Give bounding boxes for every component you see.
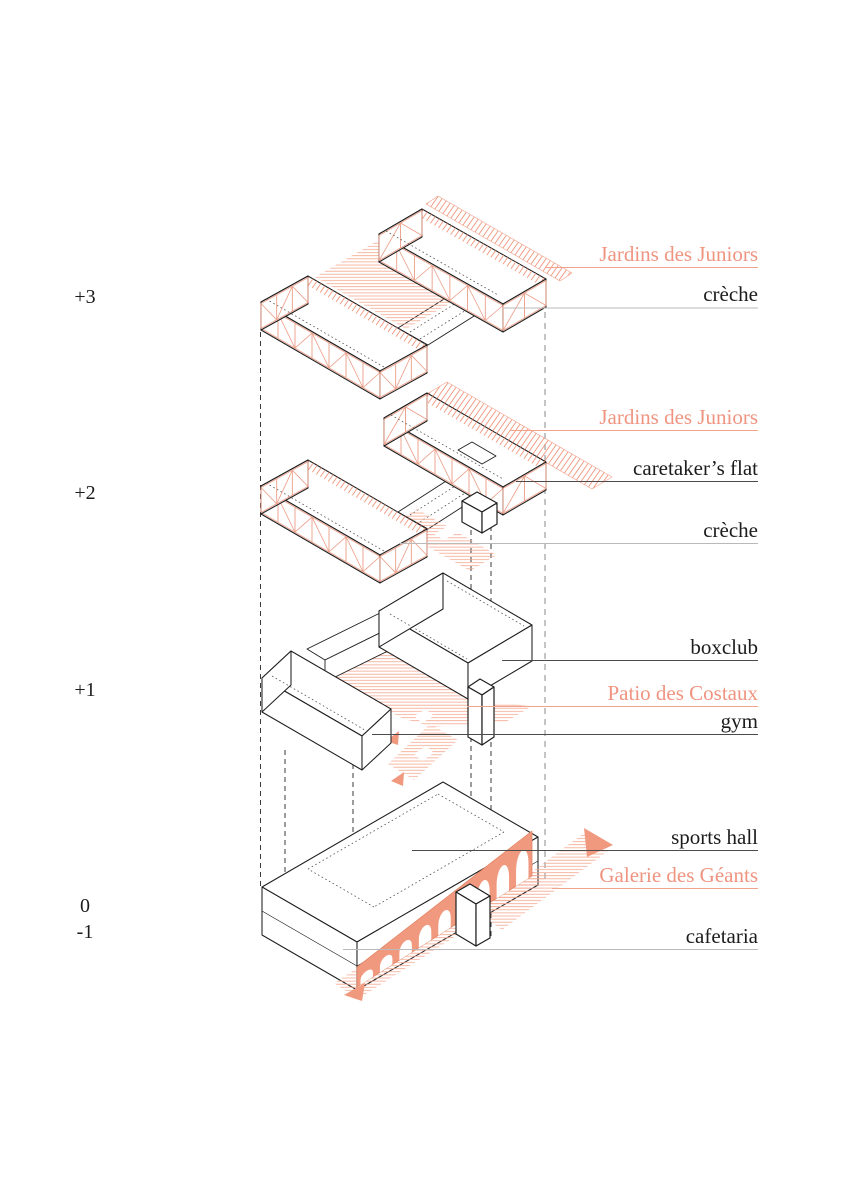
annotation-patio-des-costaux: Patio des Costaux [607,681,759,705]
level-label-plus-3: +3 [74,286,96,308]
annotation-boxclub: boxclub [690,635,758,659]
annotation-caretakers-flat: caretaker’s flat [633,456,758,480]
annotation-galerie-des-geants: Galerie des Géants [599,863,758,887]
level-label-plus-1: +1 [74,679,96,701]
level-label-plus-2: +2 [74,482,96,504]
annotation-cafetaria: cafetaria [685,924,758,948]
annotation-jardins-des-juniors-l3: Jardins des Juniors [599,242,758,266]
annotation-creche-l2: crèche [703,518,758,542]
annotation-sports-hall: sports hall [671,825,758,849]
annotation-creche-l3: crèche [703,282,758,306]
level-label-zero: 0 [80,895,90,917]
level-label-minus-1: -1 [76,921,94,943]
annotation-jardins-des-juniors-l2: Jardins des Juniors [599,405,758,429]
annotation-gym: gym [720,709,758,733]
